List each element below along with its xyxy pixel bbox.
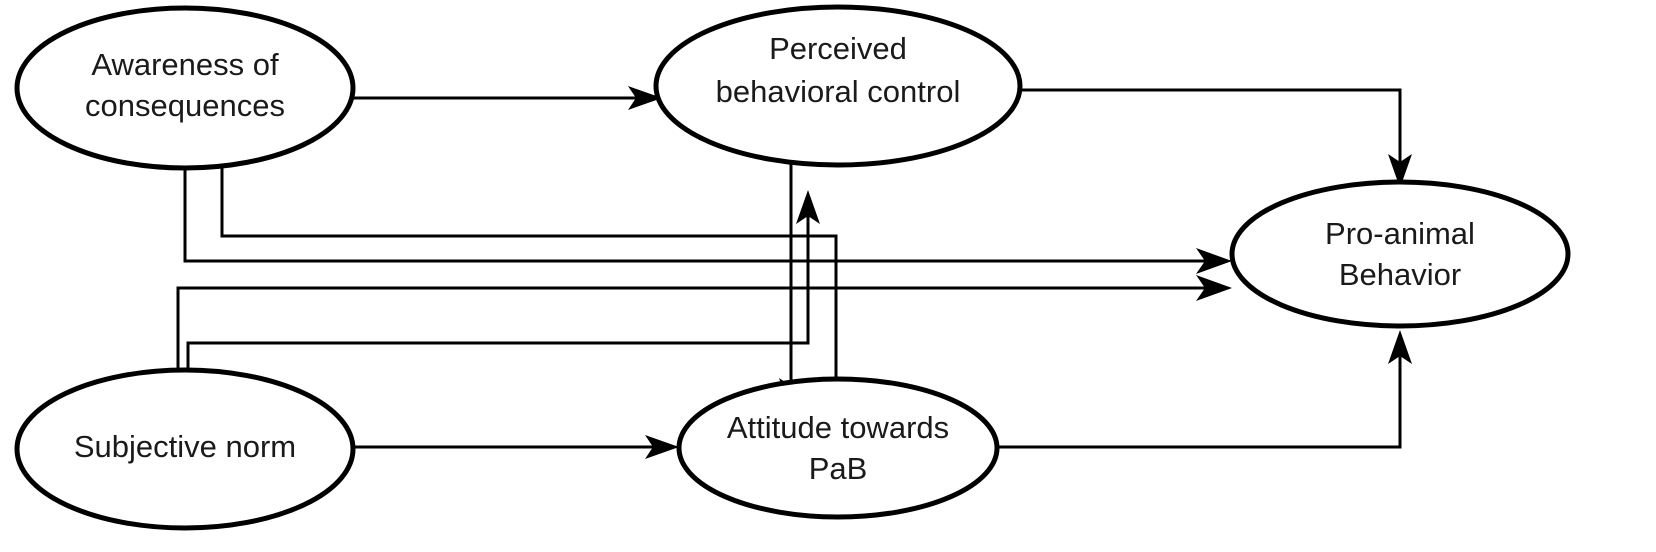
node-attitude-towards-pab-shape[interactable]: [676, 376, 1000, 520]
edge-attitude-to-proanimal-arrowhead: [1388, 330, 1412, 364]
node-pro-animal-behavior-label-line1: Pro-animal: [1325, 216, 1475, 251]
edge-subjective-to-proanimal: [176, 275, 1232, 372]
edge-awareness-to-proanimal-arrowhead: [1196, 248, 1232, 274]
edge-subjective-to-attitude-arrowhead: [645, 435, 679, 459]
node-pro-animal-behavior-shape[interactable]: [1229, 179, 1571, 329]
edge-subjective-to-attitude: [352, 435, 679, 459]
edge-subjective-to-proanimal-arrowhead: [1196, 275, 1232, 301]
edge-pbc-to-proanimal-arrowhead: [1388, 154, 1412, 188]
node-attitude-towards-pab-label-line1: Attitude towards: [727, 410, 949, 445]
node-awareness-of-consequences-shape[interactable]: [14, 5, 356, 171]
node-perceived-behavioral-control[interactable]: Perceived behavioral control: [653, 4, 1023, 168]
edge-pbc-to-proanimal-line: [1018, 88, 1402, 168]
edge-attitude-to-proanimal-line: [995, 352, 1402, 449]
node-awareness-of-consequences-label-line1: Awareness of: [91, 47, 279, 82]
node-subjective-norm-label-line1: Subjective norm: [74, 429, 296, 464]
node-perceived-behavioral-control-shape[interactable]: [653, 4, 1023, 168]
node-pro-animal-behavior[interactable]: Pro-animal Behavior: [1229, 179, 1571, 329]
node-subjective-norm-shape[interactable]: [14, 367, 356, 531]
edge-awareness-to-proanimal-line: [183, 166, 1210, 263]
node-awareness-of-consequences[interactable]: Awareness of consequences: [14, 5, 356, 171]
node-subjective-norm[interactable]: Subjective norm: [14, 367, 356, 531]
edge-awareness-to-attitude-line: [220, 163, 838, 392]
edge-attitude-to-proanimal: [995, 330, 1412, 449]
edge-awareness-to-proanimal: [183, 166, 1232, 274]
node-pro-animal-behavior-label-line2: Behavior: [1339, 257, 1461, 292]
edge-awareness-to-pbc: [352, 86, 662, 110]
edge-pbc-to-proanimal: [1018, 88, 1412, 188]
edge-awareness-to-pbc-arrowhead: [628, 86, 662, 110]
node-awareness-of-consequences-label-line2: consequences: [85, 88, 285, 123]
edge-subjective-to-pbc: [186, 190, 820, 372]
node-attitude-towards-pab[interactable]: Attitude towards PaB: [676, 376, 1000, 520]
edge-subjective-to-pbc-arrowhead: [796, 190, 820, 224]
node-attitude-towards-pab-label-line2: PaB: [809, 451, 868, 486]
node-perceived-behavioral-control-label-line2: behavioral control: [716, 74, 961, 109]
edge-subjective-to-proanimal-line: [176, 286, 1210, 372]
edge-subjective-to-pbc-line: [186, 212, 810, 372]
node-perceived-behavioral-control-label-line1: Perceived: [769, 31, 907, 66]
